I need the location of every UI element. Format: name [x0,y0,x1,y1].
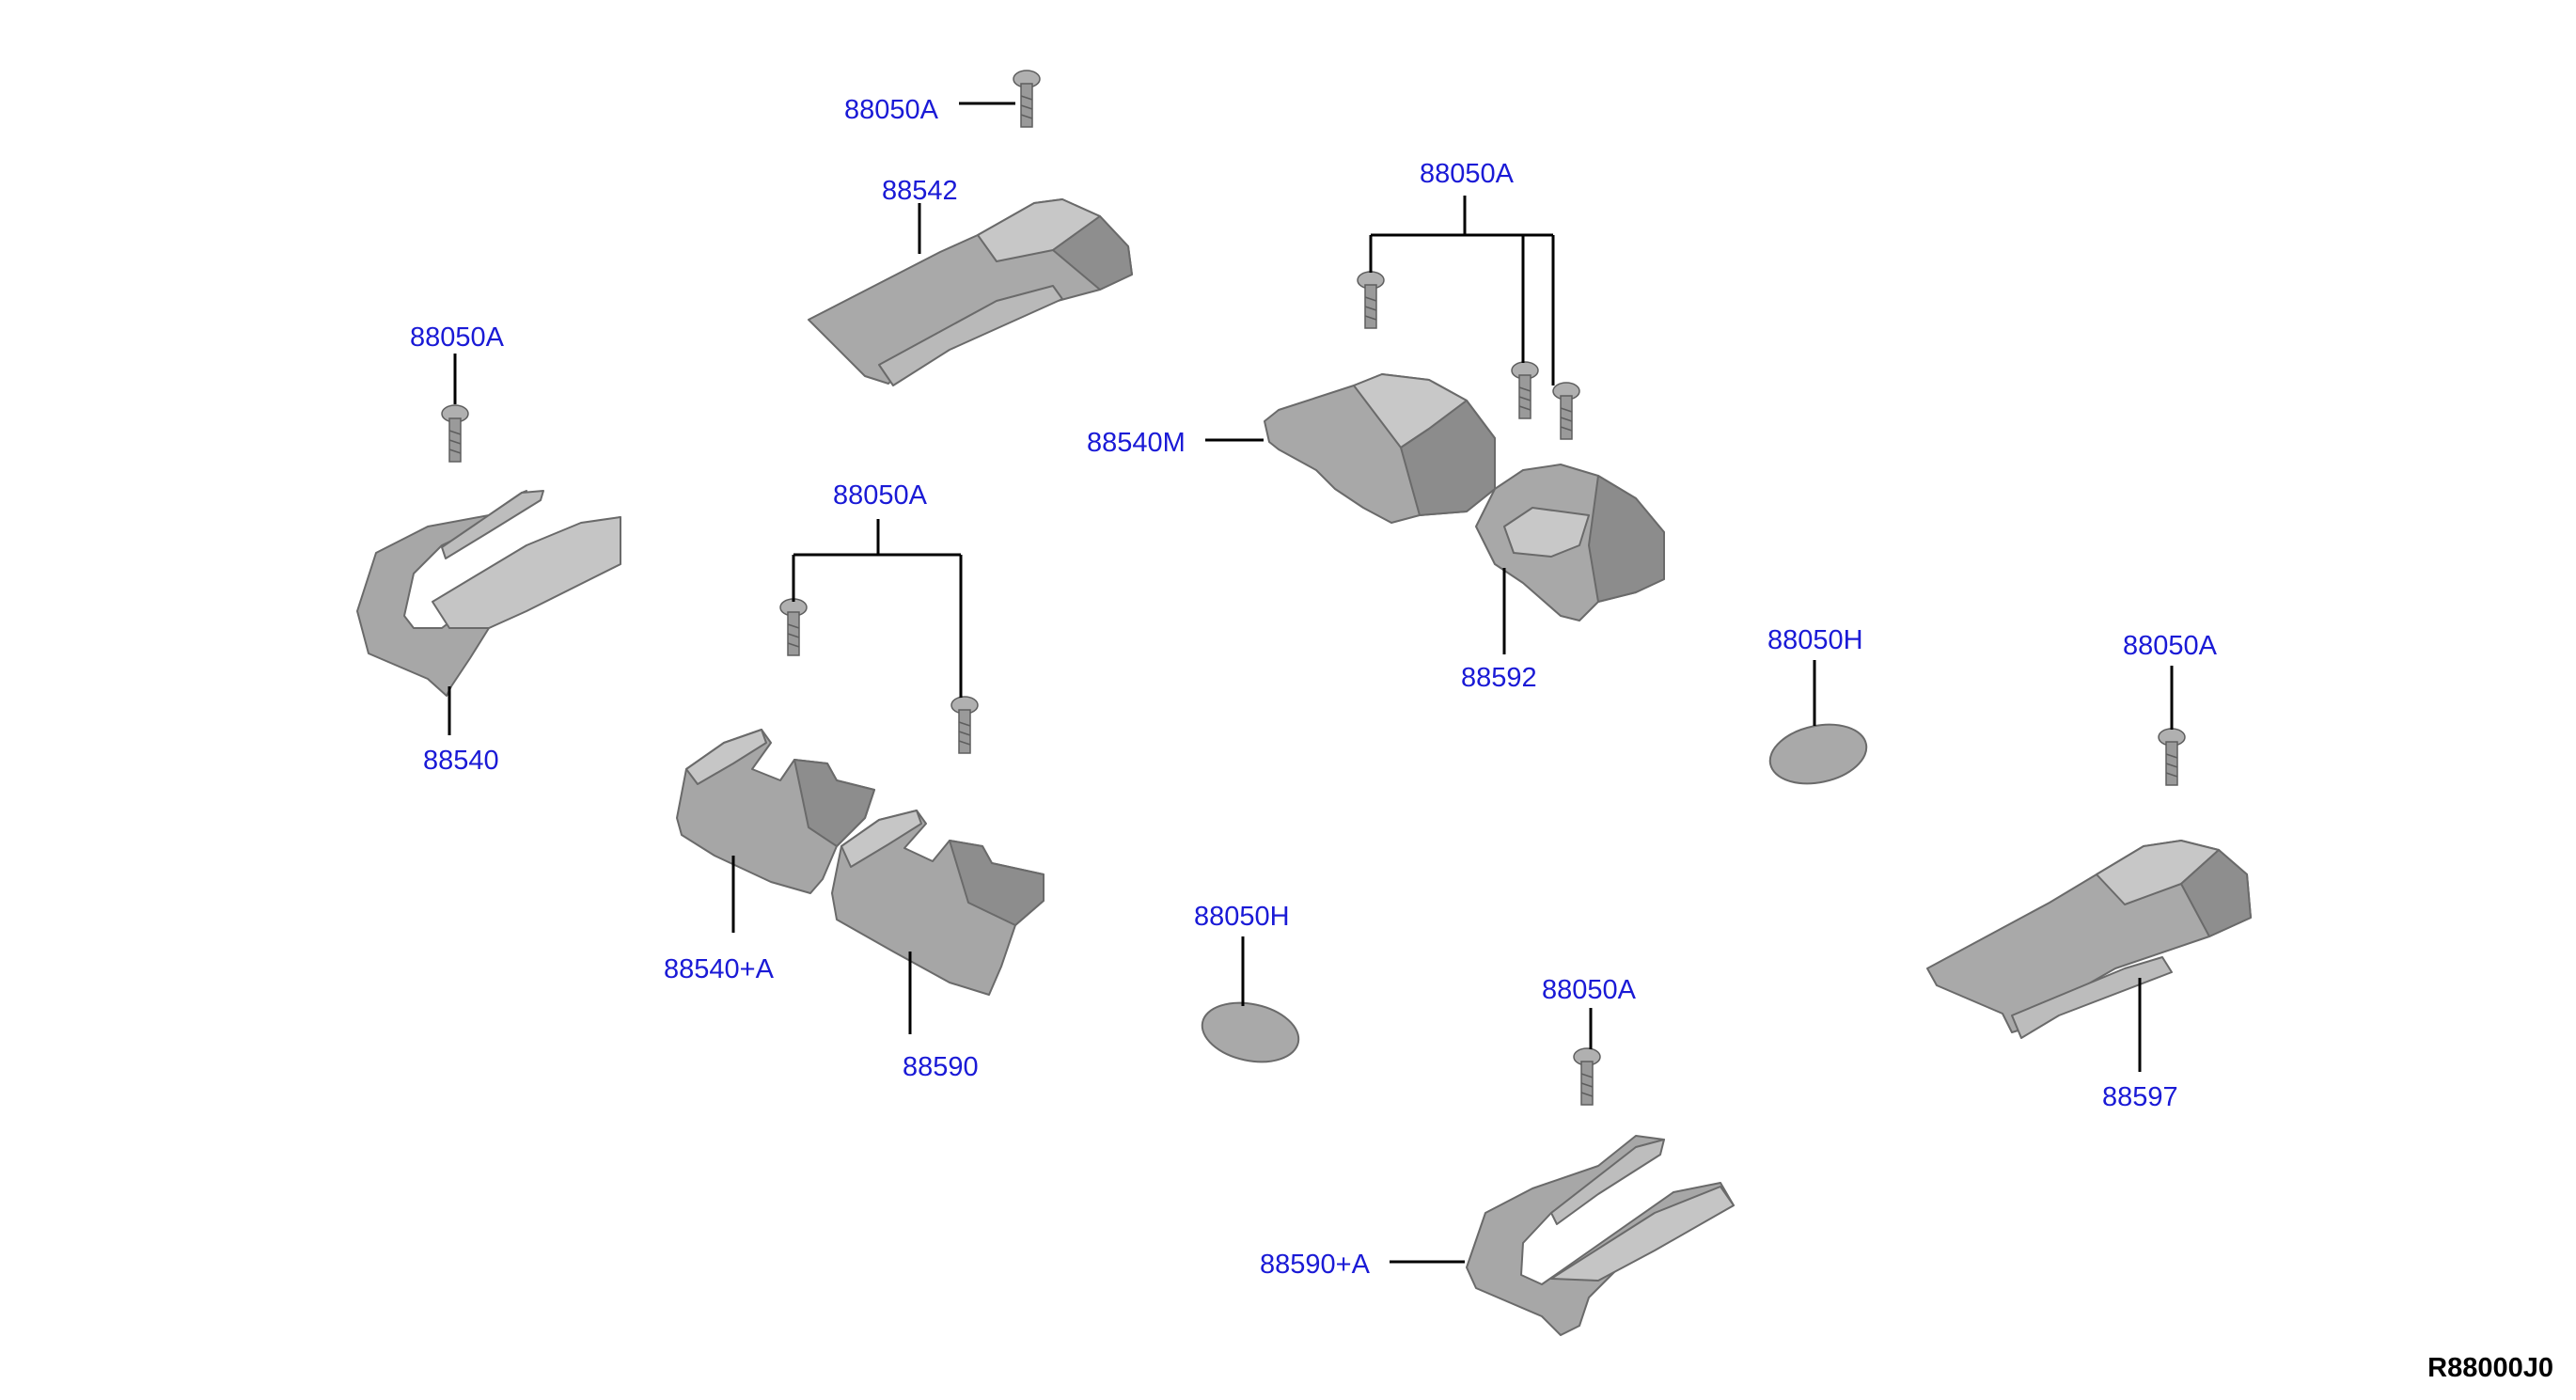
callout-screw-bottom: 88050A [1542,975,1637,1005]
cover-88540-shape [356,490,621,697]
callout-screw-left: 88050A [410,322,505,353]
screw-88050a-top [1013,70,1041,128]
cap-88050h-right [1768,723,1868,785]
screw-88050a-center-right-3 [1552,382,1580,440]
cover-88592-shape [1475,464,1665,621]
callout-88590-a: 88590+A [1260,1250,1371,1280]
screw-88050a-left [441,404,469,463]
callout-88540: 88540 [423,746,499,776]
screw-88050a-center-left-1 [779,598,808,656]
callout-88542: 88542 [882,176,958,206]
leader-lines [448,102,2174,1264]
cover-88590-a-shape [1466,1135,1735,1336]
callout-cap-right: 88050H [1767,625,1863,655]
callout-cap-center: 88050H [1194,902,1290,932]
callout-88597: 88597 [2102,1082,2178,1112]
diagram-reference-code: R88000J0 [2427,1353,2553,1383]
callout-88592: 88592 [1461,663,1537,693]
cover-88540m-shape [1264,373,1496,524]
cover-88540-a-shape [676,729,875,894]
callout-88540m: 88540M [1087,428,1186,458]
callout-screw-right: 88050A [2123,631,2218,661]
cover-88597-shape [1926,840,2252,1039]
screw-88050a-center-left-2 [950,696,979,754]
callout-screw-center-right: 88050A [1420,159,1515,189]
cover-88590-shape [831,810,1045,996]
callout-screw-top: 88050A [844,95,939,125]
callout-88590: 88590 [903,1052,979,1082]
screw-88050a-bottom [1573,1047,1601,1106]
cover-88542-shape [808,198,1133,386]
callout-screw-center-left: 88050A [833,480,928,511]
cap-88050h-center [1201,1001,1300,1063]
screw-88050a-center-right-1 [1357,271,1385,329]
screw-88050a-center-right-2 [1511,361,1539,419]
callout-88540-a: 88540+A [664,954,775,984]
screw-88050a-right [2158,728,2186,786]
